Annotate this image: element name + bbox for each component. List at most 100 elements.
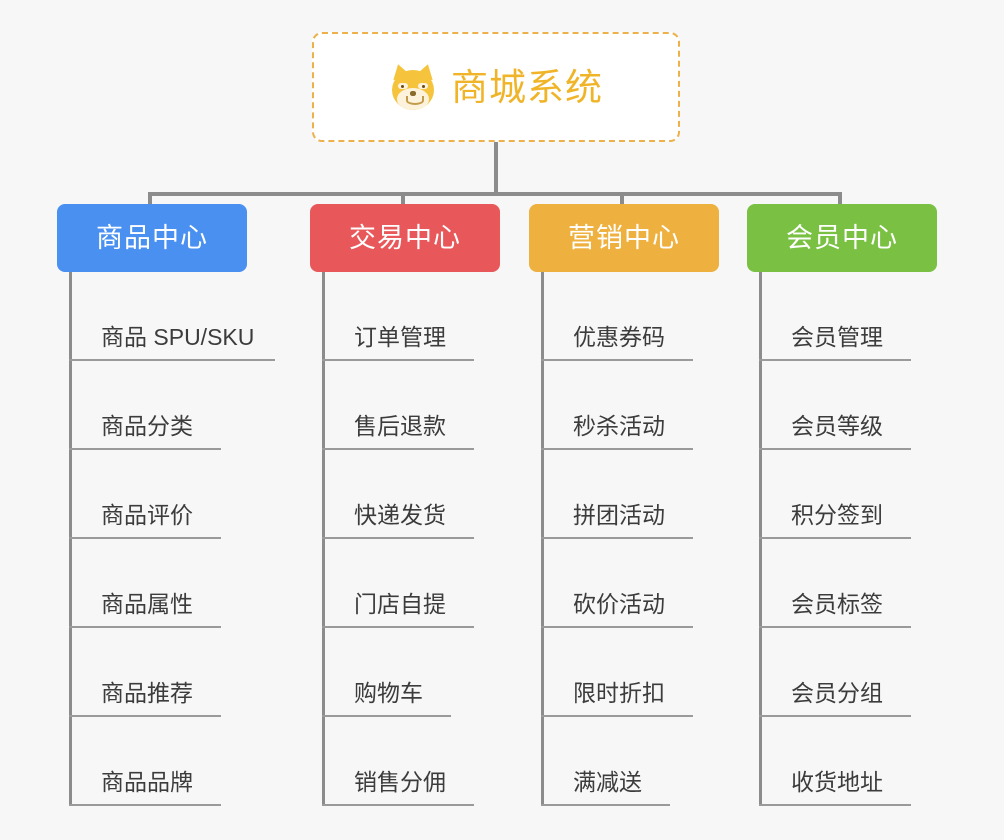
list-item-label: 快递发货	[354, 502, 446, 528]
list-item[interactable]: 销售分佣	[310, 717, 500, 806]
list-item[interactable]: 会员分组	[747, 628, 937, 717]
list-item[interactable]: 满减送	[529, 717, 719, 806]
list-item-label: 满减送	[573, 769, 642, 795]
list-item[interactable]: 会员管理	[747, 272, 937, 361]
list-item-label: 会员分组	[791, 680, 883, 706]
list-item[interactable]: 售后退款	[310, 361, 500, 450]
list-item[interactable]: 商品属性	[57, 539, 247, 628]
category-column-4: 会员中心 会员管理 会员等级 积分签到 会员标签 会员分组	[747, 204, 937, 806]
column-spine	[69, 272, 72, 806]
connector-drop-1	[148, 192, 152, 212]
list-item[interactable]: 购物车	[310, 628, 500, 717]
connector-root-stem	[494, 142, 498, 196]
connector-drop-4	[838, 192, 842, 212]
category-header-label: 商品中心	[96, 222, 208, 253]
list-item-underline	[541, 537, 693, 539]
category-header-4[interactable]: 会员中心	[747, 204, 937, 272]
list-item-underline	[69, 626, 221, 628]
category-header-label: 营销中心	[568, 222, 680, 253]
list-item-underline	[759, 537, 911, 539]
list-item-underline	[69, 448, 221, 450]
category-header-3[interactable]: 营销中心	[529, 204, 719, 272]
category-items-4: 会员管理 会员等级 积分签到 会员标签 会员分组 收货地址	[747, 272, 937, 806]
list-item-label: 收货地址	[791, 769, 883, 795]
list-item-underline	[759, 804, 911, 806]
shiba-dog-icon	[389, 61, 437, 110]
list-item-label: 拼团活动	[573, 502, 665, 528]
list-item-underline	[759, 626, 911, 628]
list-item[interactable]: 砍价活动	[529, 539, 719, 628]
list-item-label: 会员标签	[791, 591, 883, 617]
list-item-underline	[759, 715, 911, 717]
list-item-underline	[322, 359, 474, 361]
category-items-3: 优惠券码 秒杀活动 拼团活动 砍价活动 限时折扣 满减送	[529, 272, 719, 806]
column-spine	[759, 272, 762, 806]
list-item[interactable]: 会员标签	[747, 539, 937, 628]
category-items-1: 商品 SPU/SKU 商品分类 商品评价 商品属性 商品推荐 商品品牌	[57, 272, 275, 806]
category-items-2: 订单管理 售后退款 快递发货 门店自提 购物车 销售分佣	[310, 272, 500, 806]
list-item-underline	[322, 715, 451, 717]
list-item-underline	[69, 537, 221, 539]
list-item[interactable]: 优惠券码	[529, 272, 719, 361]
list-item-underline	[541, 804, 670, 806]
list-item-underline	[541, 448, 693, 450]
list-item[interactable]: 商品评价	[57, 450, 247, 539]
list-item[interactable]: 快递发货	[310, 450, 500, 539]
list-item-underline	[759, 448, 911, 450]
list-item-label: 订单管理	[354, 324, 446, 350]
list-item-label: 会员管理	[791, 324, 883, 350]
connector-drop-2	[401, 192, 405, 212]
list-item[interactable]: 订单管理	[310, 272, 500, 361]
list-item-label: 商品分类	[101, 413, 193, 439]
list-item[interactable]: 秒杀活动	[529, 361, 719, 450]
list-item-underline	[541, 359, 693, 361]
list-item-label: 会员等级	[791, 413, 883, 439]
column-spine	[541, 272, 544, 806]
list-item-label: 购物车	[354, 680, 423, 706]
list-item-label: 门店自提	[354, 591, 446, 617]
category-header-1[interactable]: 商品中心	[57, 204, 247, 272]
list-item-label: 售后退款	[354, 413, 446, 439]
category-header-label: 会员中心	[786, 222, 898, 253]
connector-drop-3	[620, 192, 624, 212]
list-item-label: 砍价活动	[573, 591, 665, 617]
root-node[interactable]: 商城系统	[312, 32, 680, 142]
root-title: 商城系统	[451, 66, 603, 108]
list-item-label: 商品推荐	[101, 680, 193, 706]
list-item-underline	[541, 715, 693, 717]
list-item-label: 商品评价	[101, 502, 193, 528]
list-item[interactable]: 限时折扣	[529, 628, 719, 717]
list-item-label: 商品属性	[101, 591, 193, 617]
list-item-underline	[541, 626, 693, 628]
list-item-label: 优惠券码	[573, 324, 665, 350]
list-item[interactable]: 积分签到	[747, 450, 937, 539]
list-item[interactable]: 收货地址	[747, 717, 937, 806]
category-column-3: 营销中心 优惠券码 秒杀活动 拼团活动 砍价活动 限时折扣	[529, 204, 719, 806]
category-header-2[interactable]: 交易中心	[310, 204, 500, 272]
list-item[interactable]: 拼团活动	[529, 450, 719, 539]
list-item-underline	[69, 715, 221, 717]
category-column-1: 商品中心 商品 SPU/SKU 商品分类 商品评价 商品属性 商品推荐	[57, 204, 275, 806]
list-item-underline	[322, 448, 474, 450]
list-item-underline	[69, 804, 221, 806]
category-header-label: 交易中心	[349, 222, 461, 253]
list-item-underline	[759, 359, 911, 361]
list-item-underline	[322, 804, 474, 806]
list-item-label: 秒杀活动	[573, 413, 665, 439]
list-item-underline	[322, 626, 474, 628]
list-item-label: 限时折扣	[573, 680, 665, 706]
list-item[interactable]: 商品分类	[57, 361, 247, 450]
list-item[interactable]: 商品 SPU/SKU	[57, 272, 275, 361]
list-item-label: 商品品牌	[101, 769, 193, 795]
list-item-label: 销售分佣	[354, 769, 446, 795]
list-item-underline	[322, 537, 474, 539]
column-spine	[322, 272, 325, 806]
category-column-2: 交易中心 订单管理 售后退款 快递发货 门店自提 购物车	[310, 204, 500, 806]
list-item-underline	[69, 359, 275, 361]
list-item[interactable]: 门店自提	[310, 539, 500, 628]
list-item[interactable]: 商品推荐	[57, 628, 247, 717]
list-item[interactable]: 会员等级	[747, 361, 937, 450]
list-item-label: 积分签到	[791, 502, 883, 528]
list-item[interactable]: 商品品牌	[57, 717, 247, 806]
